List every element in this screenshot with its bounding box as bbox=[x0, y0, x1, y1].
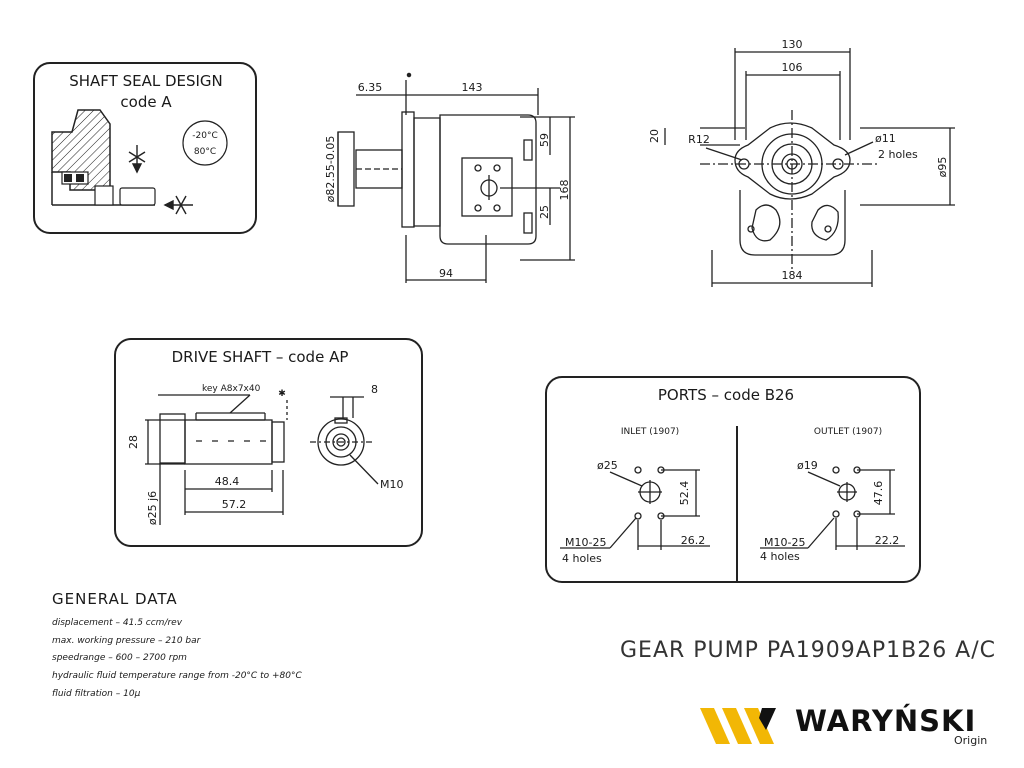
inlet-diameter: ø25 bbox=[597, 459, 618, 472]
shaft-seal-code: code A bbox=[120, 93, 172, 111]
shaft-seal-title: SHAFT SEAL DESIGN bbox=[69, 72, 223, 90]
dim-hole-11: ø11 bbox=[875, 132, 896, 145]
dim-hole-count: 2 holes bbox=[878, 148, 918, 161]
seal-housing-section bbox=[51, 109, 111, 191]
drive-shaft-title: DRIVE SHAFT – code AP bbox=[172, 348, 349, 366]
dim-25: 25 bbox=[538, 205, 551, 219]
outlet-thread: M10-25 bbox=[764, 536, 805, 549]
dim-20: 20 bbox=[648, 129, 661, 143]
temp-low: -20°C bbox=[192, 131, 217, 141]
brand-sub: Origin bbox=[954, 734, 988, 747]
dim-94: 94 bbox=[439, 267, 453, 280]
dim-82-55: ø82.55-0.05 bbox=[324, 136, 337, 203]
waryski-logo-icon bbox=[700, 708, 776, 744]
inlet-dim-52-4: 52.4 bbox=[678, 481, 691, 506]
inlet-dim-26-2: 26.2 bbox=[681, 534, 706, 547]
shaft-seal-panel: SHAFT SEAL DESIGN code A -20°C 80°C bbox=[33, 62, 257, 234]
key-label: key A8x7x40 bbox=[202, 384, 261, 394]
general-data-line: displacement – 41.5 ccm/rev bbox=[52, 618, 183, 628]
dim-143: 143 bbox=[462, 81, 483, 94]
temp-high: 80°C bbox=[194, 147, 216, 157]
dim-48-4: 48.4 bbox=[215, 475, 240, 488]
ports-panel: PORTS – code B26 INLET (1907) ø25 52.4 2… bbox=[545, 376, 921, 583]
brand-logo: WARYŃSKI Origin bbox=[700, 700, 1000, 748]
brand-name: WARYŃSKI bbox=[795, 704, 977, 738]
dim-106: 106 bbox=[782, 61, 803, 74]
temperature-circle bbox=[182, 120, 228, 166]
ports-title: PORTS – code B26 bbox=[658, 386, 794, 404]
outlet-dim-22-2: 22.2 bbox=[875, 534, 900, 547]
pump-front-view bbox=[664, 48, 955, 287]
outlet-dim-47-6: 47.6 bbox=[872, 481, 885, 506]
dim-57-2: 57.2 bbox=[222, 498, 247, 511]
dim-25-j6: ø25 j6 bbox=[146, 491, 159, 525]
inlet-port-diagram bbox=[560, 466, 710, 550]
dim-184: 184 bbox=[782, 269, 803, 282]
dim-8: 8 bbox=[371, 383, 378, 396]
pump-side-view bbox=[337, 72, 575, 283]
dim-6-35: 6.35 bbox=[358, 81, 383, 94]
dim-95: ø95 bbox=[936, 157, 949, 178]
outlet-label: OUTLET (1907) bbox=[814, 427, 882, 437]
svg-text:✱: ✱ bbox=[278, 389, 286, 399]
outlet-holes: 4 holes bbox=[760, 550, 800, 563]
dim-28: 28 bbox=[127, 435, 140, 449]
dim-59: 59 bbox=[538, 133, 551, 147]
general-data-line: speedrange – 600 – 2700 rpm bbox=[52, 653, 187, 663]
inlet-thread: M10-25 bbox=[565, 536, 606, 549]
general-data-line: fluid filtration – 10μ bbox=[52, 689, 141, 699]
general-data-line: hydraulic fluid temperature range from -… bbox=[52, 671, 302, 681]
product-title: GEAR PUMP PA1909AP1B26 A/C bbox=[620, 638, 997, 663]
drive-shaft-panel: DRIVE SHAFT – code AP bbox=[114, 338, 423, 547]
thread-m10: M10 bbox=[380, 478, 404, 491]
general-data-title: GENERAL DATA bbox=[52, 590, 178, 608]
dim-r12: R12 bbox=[688, 133, 710, 146]
outlet-port-diagram bbox=[760, 466, 905, 550]
dim-168: 168 bbox=[558, 180, 571, 201]
no-radial-load-icon bbox=[128, 145, 146, 174]
inlet-label: INLET (1907) bbox=[621, 427, 679, 437]
no-axial-load-icon bbox=[163, 195, 193, 215]
inlet-holes: 4 holes bbox=[562, 552, 602, 565]
outlet-diameter: ø19 bbox=[797, 459, 818, 472]
dim-130: 130 bbox=[782, 38, 803, 51]
general-data-line: max. working pressure – 210 bar bbox=[52, 636, 201, 646]
